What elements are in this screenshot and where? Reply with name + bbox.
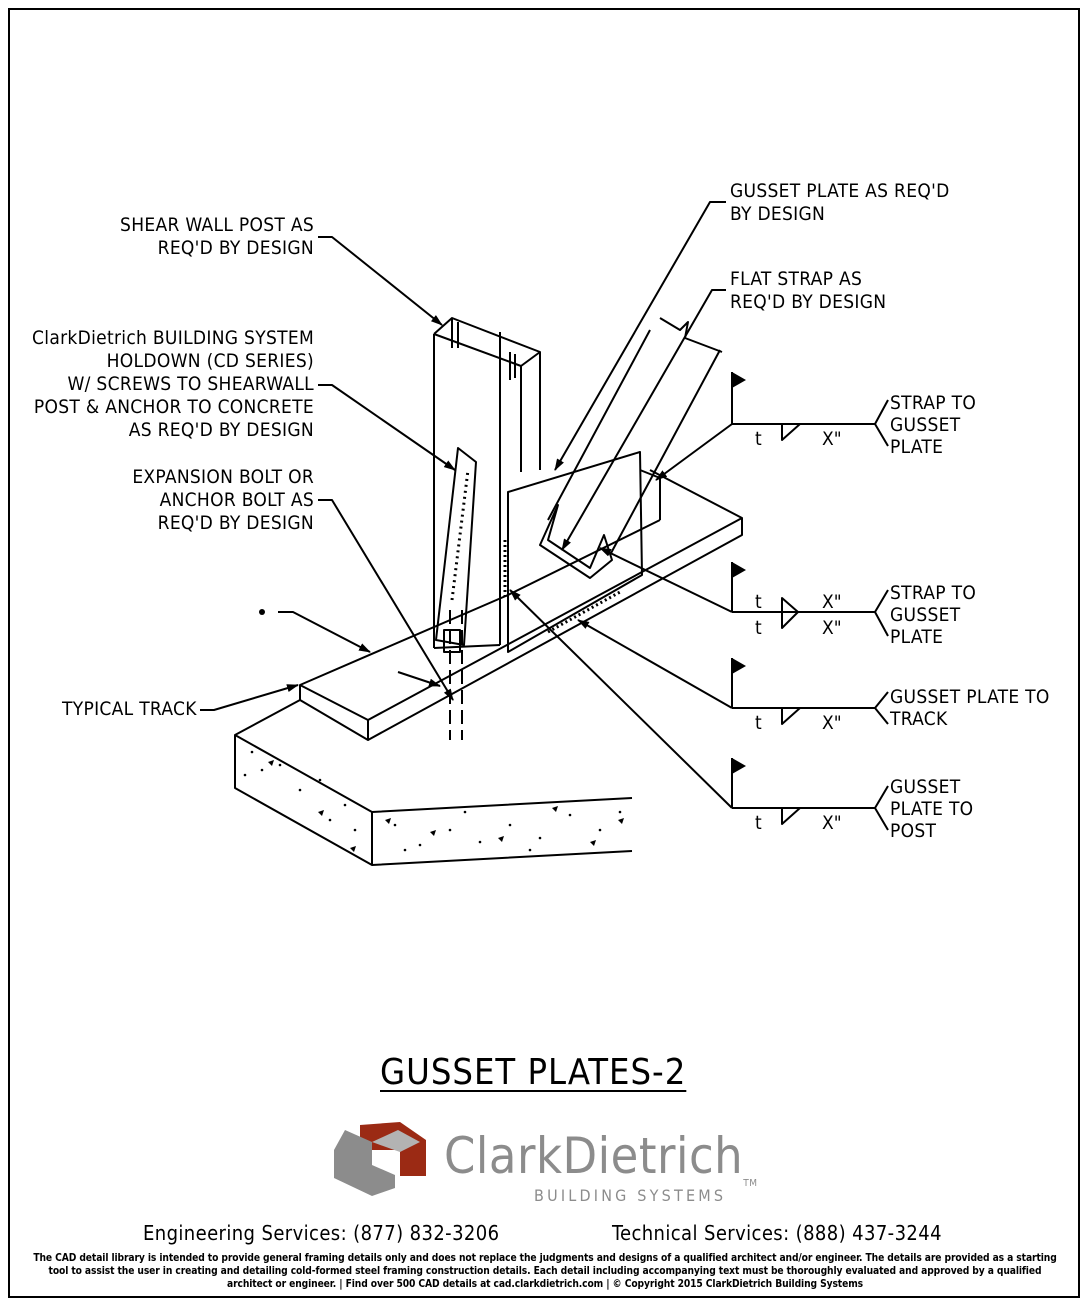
- weld-1-description: STRAP TO GUSSET PLATE: [890, 392, 977, 458]
- shear-wall-post: [433, 317, 541, 649]
- weld-4-description: GUSSET PLATE TO POST: [890, 776, 974, 842]
- weld-1-t: t: [755, 428, 762, 450]
- label-typical-track: TYPICAL TRACK: [62, 698, 197, 720]
- concrete-slab: [234, 699, 633, 866]
- label-shear-wall-post: SHEAR WALL POST AS REQ'D BY DESIGN: [120, 214, 314, 259]
- weld-2-t-top: t: [755, 591, 762, 613]
- weld-1-size: X": [822, 428, 842, 450]
- brand-name-text: ClarkDietrich: [444, 1127, 744, 1185]
- weld-4-size: X": [822, 812, 842, 834]
- weld-3-description: GUSSET PLATE TO TRACK: [890, 686, 1050, 730]
- brand-subtitle: BUILDING SYSTEMS: [534, 1186, 727, 1205]
- weld-3-size: X": [822, 712, 842, 734]
- brand-name: ClarkDietrichTM: [444, 1127, 757, 1189]
- anchor-bolt: [449, 610, 463, 740]
- leader-lines: [200, 201, 733, 809]
- label-expansion-bolt: EXPANSION BOLT OR ANCHOR BOLT AS REQ'D B…: [132, 466, 314, 534]
- disclaimer: The CAD detail library is intended to pr…: [33, 1253, 1057, 1290]
- drawing-border: [8, 8, 1080, 1298]
- engineering-services: Engineering Services: (877) 832-3206: [143, 1221, 500, 1245]
- drawing-title: GUSSET PLATES-2: [380, 1052, 687, 1093]
- weld-2-size-top: X": [822, 591, 842, 613]
- holdown: [435, 447, 477, 653]
- label-flat-strap: FLAT STRAP AS REQ'D BY DESIGN: [730, 268, 887, 313]
- weld-2-t-bottom: t: [755, 617, 762, 639]
- clarkdietrich-logo-icon: [334, 1122, 426, 1196]
- trademark: TM: [743, 1178, 758, 1189]
- weld-3-t: t: [755, 712, 762, 734]
- gusset-plate: [503, 451, 643, 653]
- weld-2-description: STRAP TO GUSSET PLATE: [890, 582, 977, 648]
- label-gusset-plate: GUSSET PLATE AS REQ'D BY DESIGN: [730, 180, 950, 225]
- technical-services: Technical Services: (888) 437-3244: [612, 1221, 942, 1245]
- label-holdown: ClarkDietrich BUILDING SYSTEM HOLDOWN (C…: [32, 327, 314, 441]
- weld-4-t: t: [755, 812, 762, 834]
- weld-flags: [259, 372, 746, 774]
- typical-track: [299, 469, 743, 741]
- flat-strap: [539, 317, 723, 579]
- weld-2-size-bottom: X": [822, 617, 842, 639]
